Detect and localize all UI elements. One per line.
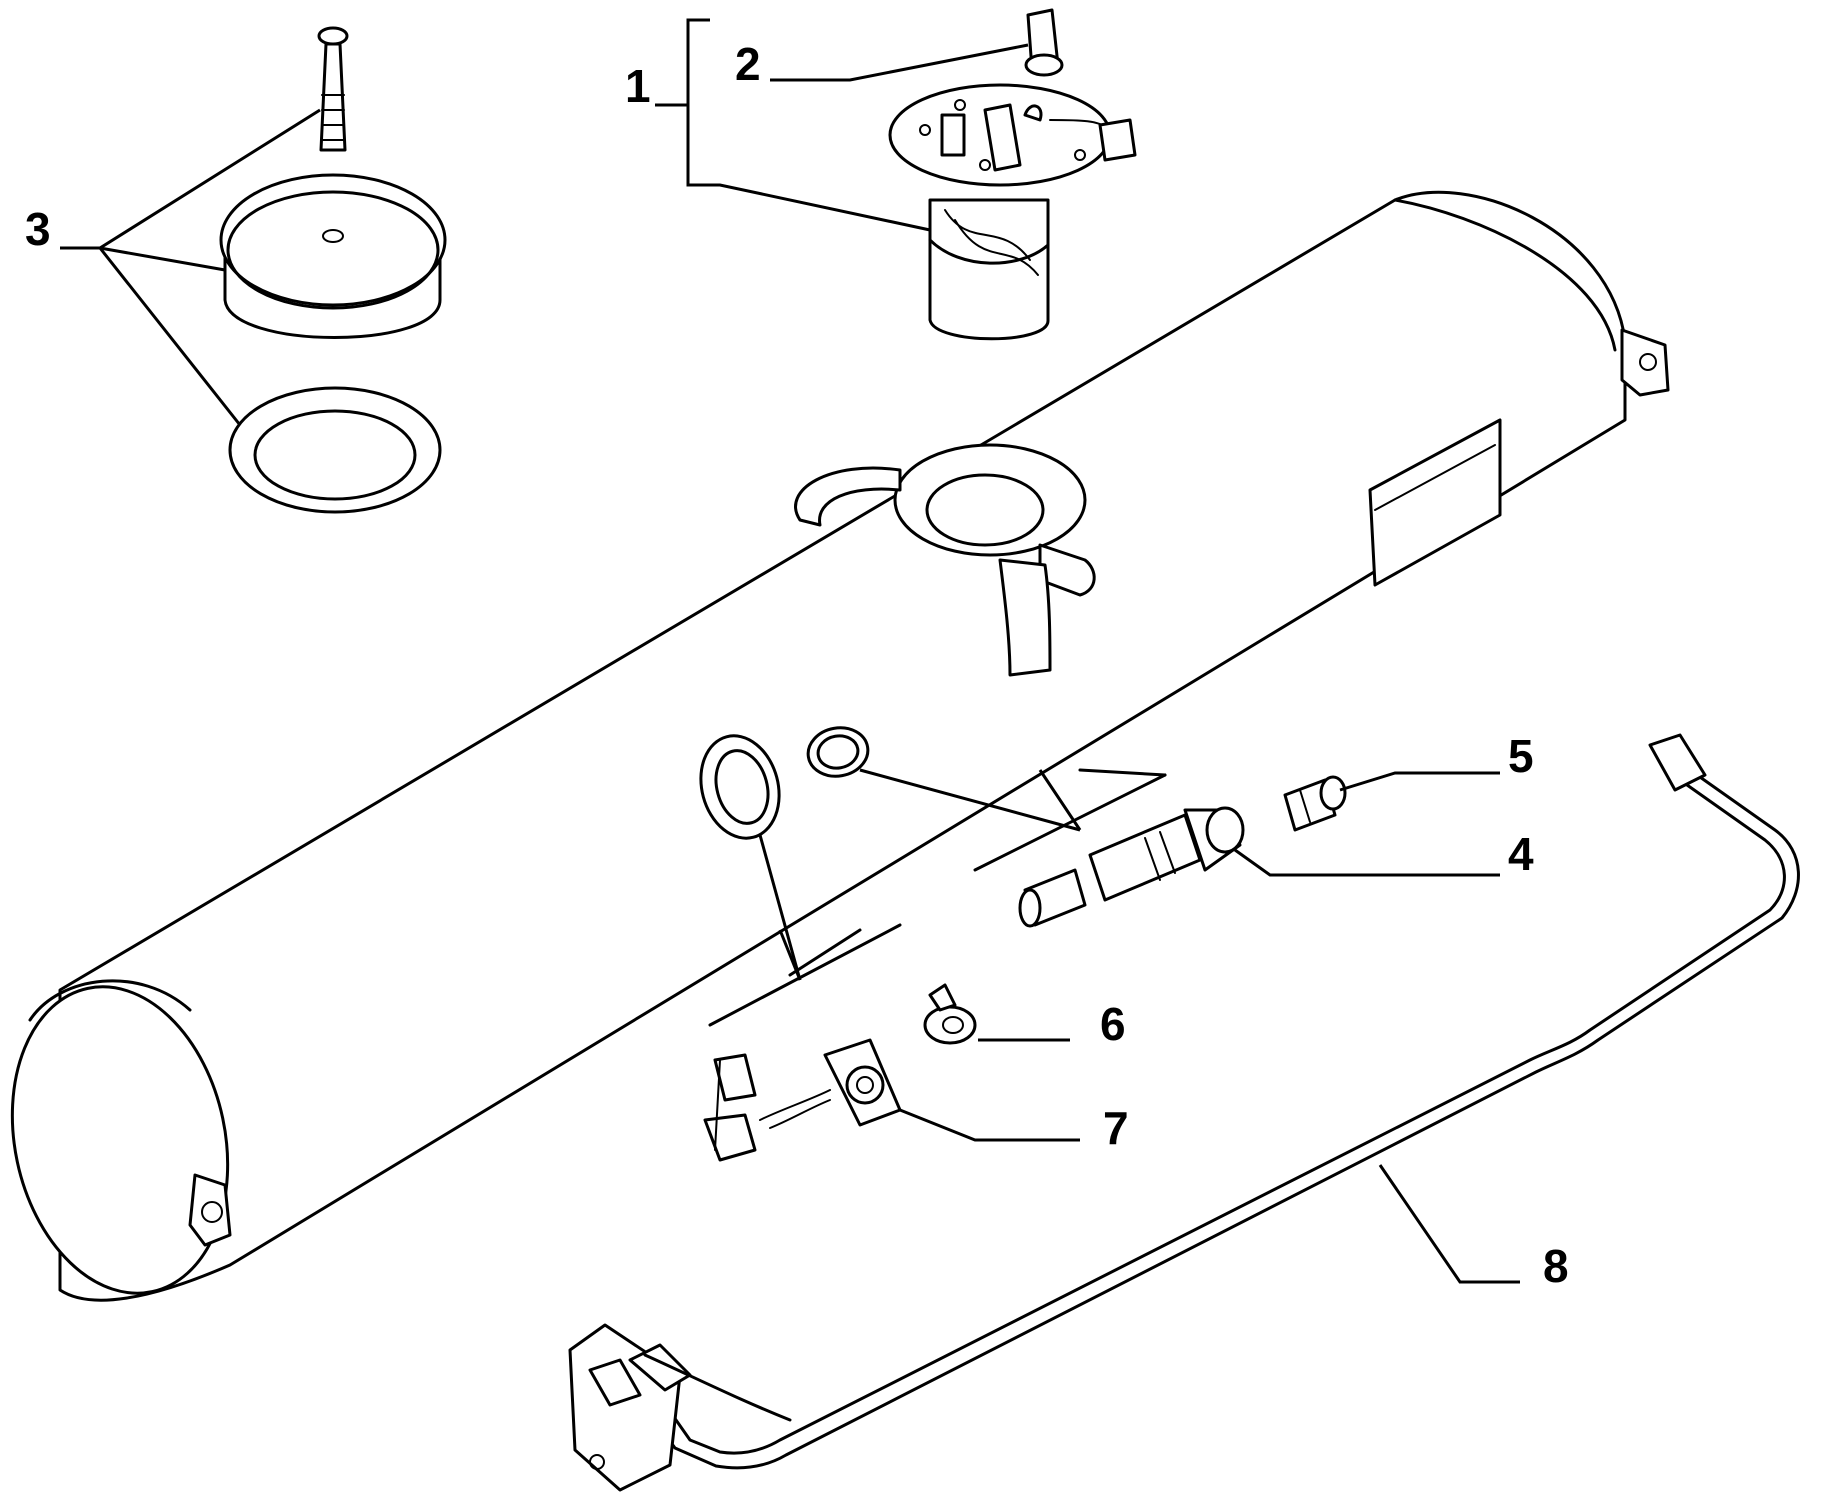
part-2-plug	[1024, 8, 1064, 77]
tank-end-cap	[10, 985, 230, 1295]
callout-2: 2	[735, 38, 761, 90]
tank-pump-flange	[893, 443, 1087, 557]
pump-connector	[1098, 118, 1137, 162]
callout-8: 8	[1543, 1240, 1569, 1292]
part-1-fuel-pump-assembly	[888, 83, 1137, 341]
callout-5: 5	[1508, 730, 1534, 782]
part-7-sensor	[703, 1038, 902, 1162]
tank-mount-tab-right	[1620, 328, 1670, 397]
part-5-fitting	[1283, 775, 1347, 832]
tank-vent-hose	[794, 466, 902, 527]
tank-fill-hose	[998, 558, 1052, 677]
cover-cap	[219, 173, 447, 339]
tank-mount-tab-left	[188, 1173, 232, 1247]
part-8-fuel-line	[568, 733, 1800, 1492]
part-6-clip	[923, 983, 977, 1045]
callout-3: 3	[25, 203, 51, 255]
callout-6: 6	[1100, 998, 1126, 1050]
callout-1: 1	[625, 60, 651, 112]
callout-7: 7	[1103, 1102, 1129, 1154]
fuel-line-end-fitting-right	[1648, 733, 1707, 792]
callout-4: 4	[1508, 828, 1534, 880]
seal-ring	[228, 386, 442, 514]
screw	[317, 26, 349, 152]
tank-outlet-pipe	[1038, 543, 1096, 597]
part-3-cover-assembly	[219, 26, 447, 514]
leader-lines	[60, 18, 1520, 1284]
callout-labels: 1 2 3 4 5 6 7 8	[25, 38, 1569, 1292]
seal-ring-small-a	[699, 734, 781, 840]
part-4-sender-fitting	[1018, 806, 1245, 928]
seal-ring-small-b	[806, 726, 870, 778]
